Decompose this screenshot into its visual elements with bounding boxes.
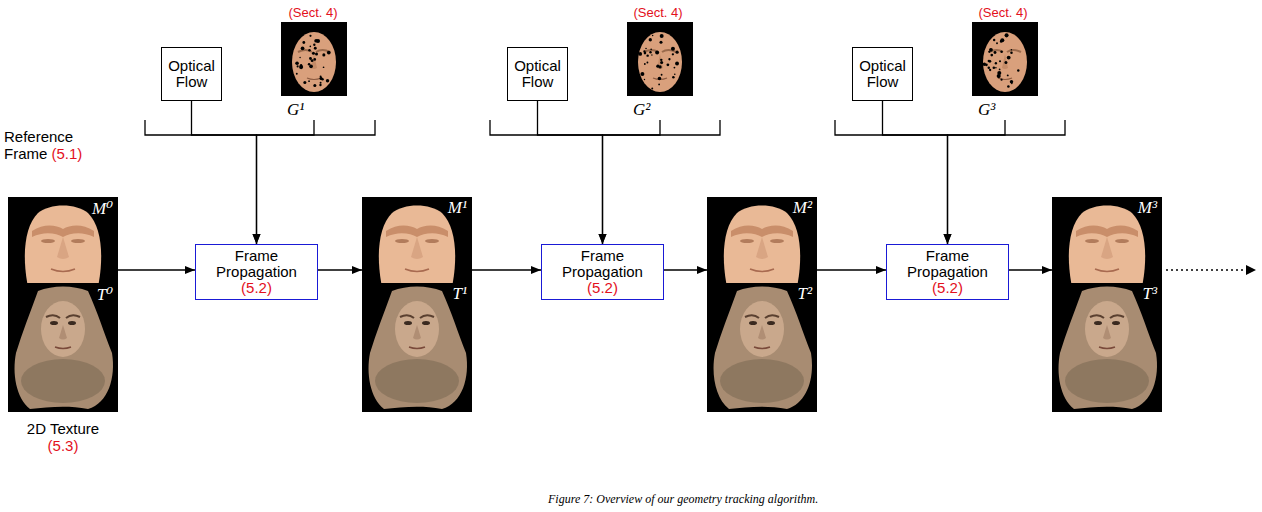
process-box: Optical Flow bbox=[161, 47, 222, 101]
section-reference: (Sect. 4) bbox=[263, 4, 363, 21]
texture-image: T¹ bbox=[362, 283, 472, 412]
process-box: Frame Propagation(5.2) bbox=[886, 244, 1009, 300]
flow-arrow bbox=[1009, 269, 1052, 270]
image-label: G¹ bbox=[287, 100, 304, 120]
geometry-image: G² bbox=[627, 22, 693, 120]
box-label: Optical Flow bbox=[857, 58, 908, 90]
box-label: Optical Flow bbox=[166, 58, 217, 90]
geometry-image: G¹ bbox=[281, 22, 347, 120]
arrow-head bbox=[1246, 265, 1256, 275]
box-label: (5.2) bbox=[587, 280, 618, 296]
section-label: 2D Texture bbox=[8, 420, 118, 437]
face-illustration bbox=[281, 22, 347, 96]
box-label: (5.2) bbox=[241, 280, 272, 296]
flow-arrow bbox=[257, 120, 315, 244]
mesh-image: M⁰ bbox=[8, 197, 118, 283]
flow-arrow bbox=[118, 269, 195, 270]
geometry-image: G³ bbox=[972, 22, 1038, 120]
figure-caption: Figure 7: Overview of our geometry track… bbox=[548, 492, 818, 507]
flow-arrow bbox=[192, 101, 257, 244]
mesh-image: M² bbox=[707, 197, 817, 283]
box-label: Frame Propagation bbox=[200, 248, 313, 280]
mesh-image: M¹ bbox=[362, 197, 472, 283]
bracket bbox=[835, 120, 1065, 135]
flow-arrow bbox=[472, 269, 541, 270]
texture-image: T⁰ bbox=[8, 283, 118, 412]
bracket bbox=[145, 120, 375, 135]
process-box: Optical Flow bbox=[507, 47, 568, 101]
process-box: Optical Flow bbox=[852, 47, 913, 101]
section-label: (5.1) bbox=[52, 145, 83, 162]
image-label: T³ bbox=[1142, 284, 1157, 304]
process-box: Frame Propagation(5.2) bbox=[541, 244, 664, 300]
section-label: (5.3) bbox=[8, 437, 118, 454]
image-label: T¹ bbox=[452, 284, 467, 304]
mesh-image: M³ bbox=[1052, 197, 1162, 283]
box-label: Frame Propagation bbox=[546, 248, 659, 280]
flow-arrow bbox=[318, 269, 362, 270]
box-label: Optical Flow bbox=[512, 58, 563, 90]
box-label: (5.2) bbox=[932, 280, 963, 296]
image-label: G² bbox=[633, 100, 650, 120]
face-illustration bbox=[627, 22, 693, 96]
flow-arrow bbox=[817, 269, 886, 270]
image-label: M³ bbox=[1138, 198, 1157, 218]
label-group: 2D Texture(5.3) bbox=[8, 420, 118, 454]
flow-arrow bbox=[538, 101, 603, 244]
flow-arrow bbox=[948, 120, 1006, 244]
image-label: M² bbox=[793, 198, 812, 218]
flow-arrow bbox=[664, 269, 707, 270]
process-box: Frame Propagation(5.2) bbox=[195, 244, 318, 300]
section-reference: (Sect. 4) bbox=[608, 4, 708, 21]
section-reference: (Sect. 4) bbox=[953, 4, 1053, 21]
image-label: M⁰ bbox=[92, 198, 113, 219]
face-illustration bbox=[972, 22, 1038, 96]
box-label: Frame Propagation bbox=[891, 248, 1004, 280]
image-label: M¹ bbox=[448, 198, 467, 218]
image-label: T⁰ bbox=[97, 284, 113, 305]
flow-arrow bbox=[603, 120, 661, 244]
image-label: T² bbox=[797, 284, 812, 304]
bracket bbox=[490, 120, 720, 135]
dotted-continuation bbox=[1166, 269, 1246, 270]
flow-arrow bbox=[883, 101, 948, 244]
label-group: Reference Frame (5.1) bbox=[4, 128, 99, 162]
texture-image: T² bbox=[707, 283, 817, 412]
image-label: G³ bbox=[978, 100, 995, 120]
texture-image: T³ bbox=[1052, 283, 1162, 412]
